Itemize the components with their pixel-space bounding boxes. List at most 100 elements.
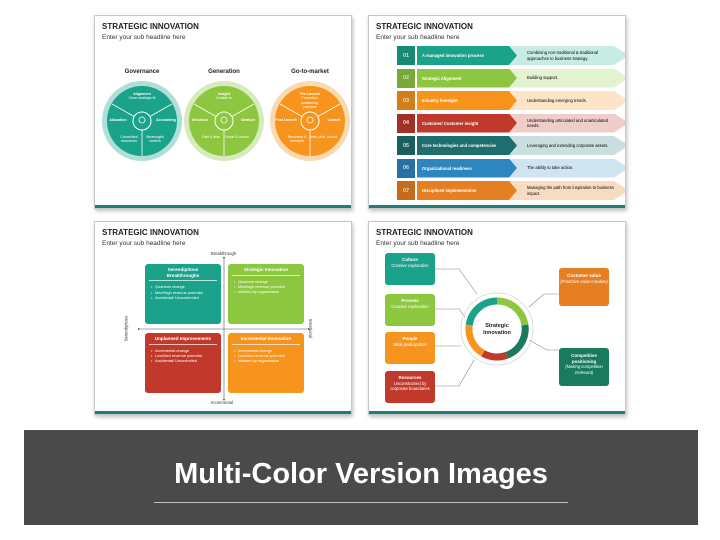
group-label: Generation: [208, 69, 240, 75]
driver-title: Process: [401, 298, 419, 303]
slide-thumbnail-hub-diagram[interactable]: STRATEGIC INNOVATION Enter your sub head…: [368, 221, 626, 415]
row-description: The ability to take action.: [505, 158, 625, 178]
process-row: Combining non-traditional & traditional …: [397, 46, 625, 65]
circle-segment-text: Ihevation: [185, 118, 215, 122]
row-number: 06: [397, 158, 415, 178]
row-description: Understanding articulated and unarticula…: [505, 113, 625, 133]
quadrant-box: Strategic InnovationQuantum changeMed/hi…: [228, 264, 304, 324]
circle-segment-text: Allocation: [103, 118, 133, 122]
axis-label-top: Breakthrough: [211, 251, 237, 256]
circle-segment-text: Recovery & retention: [282, 135, 312, 144]
hub-connectors: [435, 268, 559, 387]
segment-title: Novel & useful: [225, 135, 249, 139]
row-number: 04: [397, 113, 415, 133]
circle-segment-text: Meaningful metrics: [140, 135, 170, 144]
banner-title: Multi-Color Version Images: [174, 458, 548, 490]
quadrant-box: Unplanned ImprovementsIncremental change…: [145, 333, 221, 393]
quadrant-bullet: Med/high revenue potential: [234, 284, 298, 289]
row-description: Leveraging and extending corporate asset…: [505, 136, 625, 155]
segment-title: Recovery & retention: [287, 135, 307, 144]
row-description: Building support.: [505, 68, 625, 88]
quadrant-box: Incremental InnovationIncremental change…: [228, 333, 304, 393]
slide-thumbnail-governance[interactable]: STRATEGIC INNOVATION Enter your sub head…: [94, 15, 352, 209]
segment-title: Accounting: [156, 118, 176, 122]
slide-thumbnail-quadrant-matrix[interactable]: STRATEGIC INNOVATION Enter your sub head…: [94, 221, 352, 415]
quadrant-bullet: Incremental change: [151, 348, 215, 353]
segment-title: Fast & lean: [201, 135, 221, 139]
segment-title: Post Launch: [275, 118, 297, 122]
circle-segment-text: Committed resources: [114, 135, 144, 144]
row-number: 07: [397, 181, 415, 200]
quadrant-bullet: Med/High revenue potential: [151, 290, 215, 295]
matrix-axes: [137, 256, 311, 402]
quadrant-bullet: Quantum change: [234, 279, 298, 284]
hub-center-label: Strategic Innovation: [483, 323, 511, 336]
row-description: Combining non-traditional & traditional …: [505, 46, 625, 65]
quadrant-bullet: Low/Med revenue potential: [234, 353, 298, 358]
segment-title: Pre Launch: [300, 92, 320, 96]
segment-title: Allocation: [109, 118, 127, 122]
driver-title: Resources: [398, 375, 422, 380]
axis-label-left: Serendipitous: [123, 315, 129, 342]
process-row: The ability to take action.Organizationa…: [397, 158, 625, 178]
segment-title: Committed resources: [120, 135, 138, 144]
circle-segment-text: Beta, pilot, rollout: [308, 135, 338, 139]
driver-subtitle: Creative exploration: [391, 303, 429, 309]
row-number: 05: [397, 136, 415, 155]
outcome-box: Customer value(Proactive value creation): [559, 268, 609, 306]
segment-title: Ideation: [241, 118, 255, 122]
row-title: Core technologies and competencies: [417, 136, 517, 155]
row-description: Understanding emerging trends.: [505, 91, 625, 110]
slide-thumbnail-process-list[interactable]: STRATEGIC INNOVATION Enter your sub head…: [368, 15, 626, 209]
segment-title: Beta, pilot, rollout: [309, 135, 337, 139]
row-title: A managed innovation process: [417, 46, 517, 65]
slide-subtitle: Enter your sub headline here: [102, 240, 186, 247]
banner-divider: [154, 502, 568, 503]
quadrant-bullet: Low/Med revenue potential: [151, 353, 215, 358]
quadrant-bullet: Accidental/ Uncontrolled: [151, 358, 215, 363]
quadrant-bullet: Quantum change: [151, 284, 215, 289]
segment-title: Insight: [218, 92, 230, 96]
segment-title: Ihevation: [192, 118, 208, 122]
row-title: Customer/ Customer insight: [417, 113, 517, 133]
segment-subtitle: Clear strategic fit: [128, 96, 156, 101]
row-title: Organizational readiness: [417, 158, 517, 178]
quadrant-box: Serendipitous BreakthroughsQuantum chang…: [145, 264, 221, 324]
axis-label-bottom: Incremental: [211, 400, 233, 405]
row-number: 02: [397, 68, 415, 88]
quadrant-title: Incremental Innovation: [232, 333, 300, 345]
slide-subtitle: Enter your sub headline here: [376, 240, 460, 247]
row-description: Managing the path from inspiration to bu…: [505, 181, 625, 200]
process-row: Leveraging and extending corporate asset…: [397, 136, 625, 155]
quadrant-bullet: Incremental change: [234, 348, 298, 353]
driver-title: Culture: [402, 257, 418, 262]
quadrant-title: Unplanned Improvements: [149, 333, 217, 345]
outcome-title: Competitive positioning: [571, 353, 597, 364]
circle-segment-text: Launch: [319, 118, 349, 122]
row-number: 03: [397, 91, 415, 110]
circle-segment-text: Accounting: [151, 118, 181, 122]
group-label: Go-to-market: [291, 69, 329, 75]
slide-title: STRATEGIC INNOVATION: [102, 228, 199, 237]
quadrant-title: Serendipitous Breakthroughs: [149, 264, 217, 282]
circle-segment-text: Novel & useful: [222, 135, 252, 139]
circle-segment-text: Post Launch: [271, 118, 301, 122]
axis-label-right: Intentional: [308, 318, 314, 339]
driver-subtitle: Wide participation: [393, 341, 427, 347]
process-row: Understanding emerging trends.Industry f…: [397, 91, 625, 110]
row-number: 01: [397, 46, 415, 65]
quadrant-bullet: Accidental/ Unscontrolled: [151, 295, 215, 300]
outcome-subtitle: (Making competition irrelevant): [565, 364, 603, 375]
slide-title: STRATEGIC INNOVATION: [376, 22, 473, 31]
driver-subtitle: Creative exploration: [391, 262, 429, 268]
process-row: Managing the path from inspiration to bu…: [397, 181, 625, 200]
slide-subtitle: Enter your sub headline here: [102, 34, 186, 41]
